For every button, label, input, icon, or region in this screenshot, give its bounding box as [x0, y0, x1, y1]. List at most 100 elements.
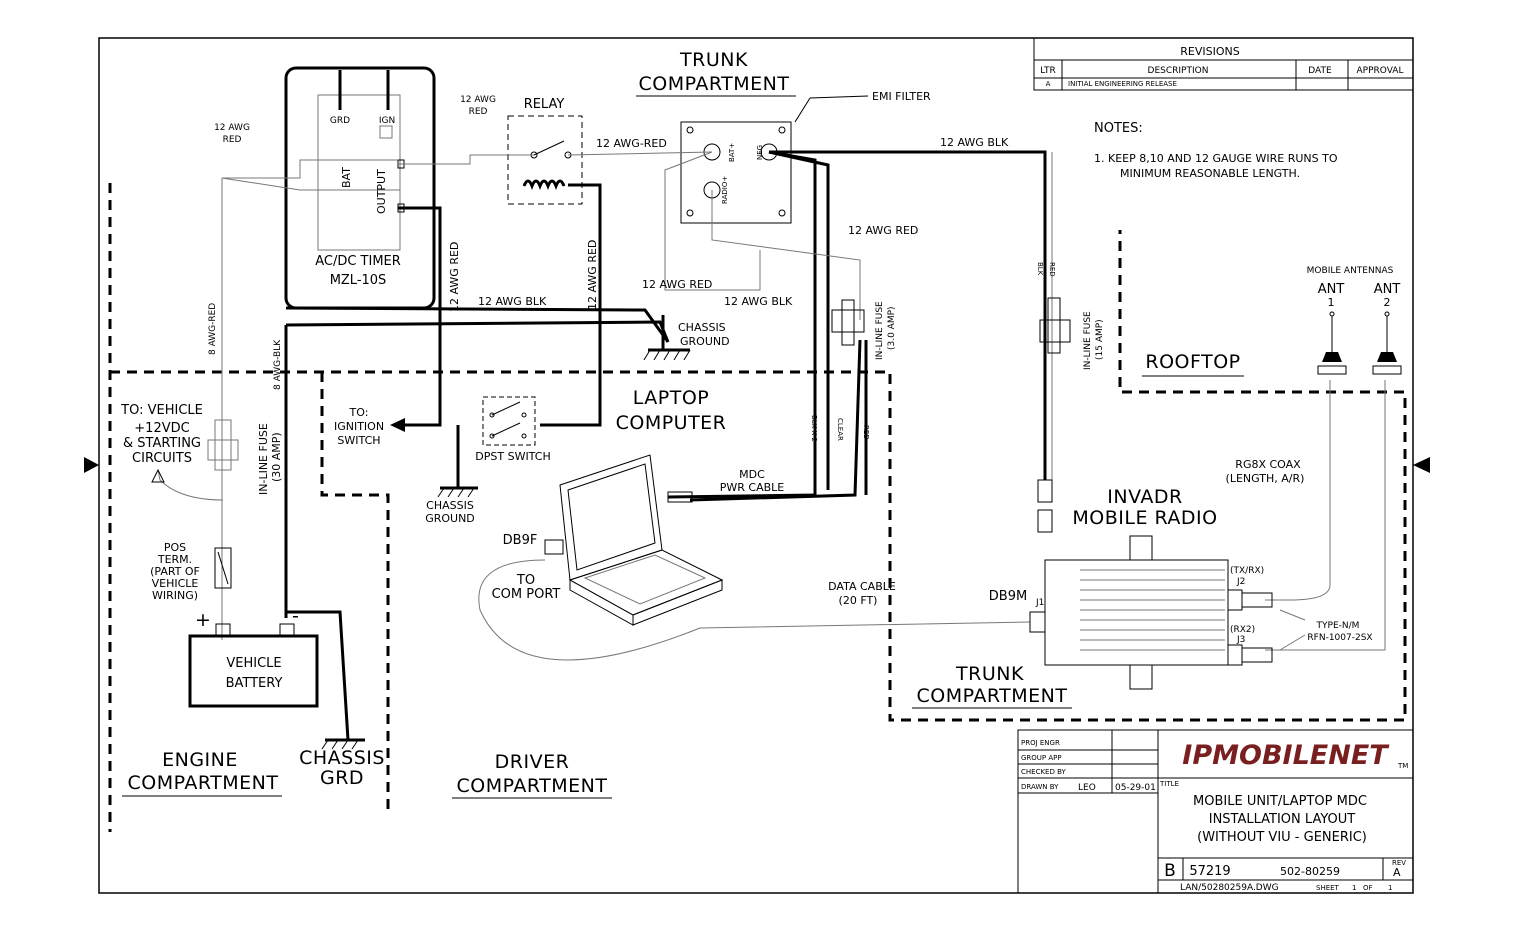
chassis-grd-label-2: GRD	[320, 767, 364, 789]
invadr-label-2: MOBILE RADIO	[1072, 507, 1217, 529]
fuse-3-label-2: (3.0 AMP)	[887, 306, 897, 350]
to-ignition-1: TO:	[349, 406, 369, 419]
rx2-label: (RX2)	[1230, 625, 1255, 635]
labels: TRUNK COMPARTMENT 12 AWG RED 12 AWG RED …	[120, 49, 1400, 799]
rev-header-approval: APPROVAL	[1357, 66, 1404, 76]
battery-label-1: VEHICLE	[226, 656, 281, 671]
chassis-ground-b-2: GROUND	[425, 512, 475, 525]
emi-filter-label: EMI FILTER	[872, 90, 931, 103]
logo: IPMOBILENET	[1182, 740, 1390, 771]
awg-red-v1: 12 AWG RED	[448, 242, 461, 312]
trunk-bottom-2: COMPARTMENT	[917, 685, 1068, 707]
sheet-value: 1	[1352, 884, 1356, 892]
ac-dc-timer: GRD IGN BAT OUTPUT AC/DC TIMER MZL-10S	[284, 66, 436, 310]
battery-minus-label: -	[292, 605, 299, 627]
timer-bat-label: BAT	[340, 167, 353, 188]
antenna-2-icon	[1372, 311, 1402, 375]
rev-row-ltr: A	[1046, 80, 1051, 88]
j3-label: J3	[1236, 635, 1245, 645]
title-line-2: INSTALLATION LAYOUT	[1209, 812, 1356, 827]
clear-label: CLEAR	[836, 418, 844, 441]
laptop-icon	[544, 454, 724, 626]
title-block: PROJ ENGR GROUP APP CHECKED BY DRAWN BY …	[1017, 729, 1414, 894]
note-1-line-1: 1. KEEP 8,10 AND 12 GAUGE WIRE RUNS TO	[1094, 152, 1338, 165]
battery-label-2: BATTERY	[226, 676, 283, 691]
drawn-date: 05-29-01	[1115, 783, 1156, 793]
data-cable-1: DATA CABLE	[828, 580, 896, 593]
file-name: LAN/50280259A.DWG	[1180, 883, 1279, 893]
rev-header-description: DESCRIPTION	[1148, 66, 1209, 76]
dpst-label: DPST SWITCH	[475, 450, 550, 463]
timer-grd-label: GRD	[330, 116, 350, 126]
size-value: B	[1164, 861, 1176, 881]
to-com-2: COM PORT	[492, 587, 561, 602]
trunk-bottom-1: TRUNK	[955, 663, 1024, 685]
driver-label-1: DRIVER	[495, 751, 570, 773]
note-1-line-2: MINIMUM REASONABLE LENGTH.	[1120, 167, 1300, 180]
awg-red-relay-1: 12 AWG	[460, 95, 496, 105]
wires	[157, 150, 1386, 741]
sheet-label: SHEET	[1316, 884, 1340, 892]
rev-label: REV	[1392, 859, 1406, 867]
to-vehicle-3: & STARTING	[123, 436, 201, 451]
drawn-by-value: LEO	[1078, 783, 1096, 793]
db9f-label: DB9F	[503, 533, 538, 548]
battery-plus-label: +	[195, 609, 211, 631]
pos-term-4: VEHICLE	[152, 577, 199, 590]
title-line-3: (WITHOUT VIU - GENERIC)	[1197, 830, 1367, 845]
emi-neg-label: NEG	[756, 145, 764, 160]
mdc-label-1: MDC	[739, 468, 765, 481]
dpst-switch	[482, 396, 536, 446]
checked-by-label: CHECKED BY	[1021, 768, 1067, 776]
to-com-1: TO	[516, 573, 535, 588]
awg-red-left-2: RED	[223, 135, 242, 145]
awg-red-low: 12 AWG RED	[642, 278, 712, 291]
type-n-1: TYPE-N/M	[1316, 621, 1360, 631]
pos-term-3: (PART OF	[150, 565, 200, 578]
ant1-label-1: ANT	[1318, 282, 1345, 297]
code-value: 57219	[1189, 864, 1230, 879]
group-app-label: GROUP APP	[1021, 754, 1062, 762]
chassis-ground-label-1: CHASSIS	[678, 321, 726, 334]
arrow-left-icon	[390, 418, 405, 432]
dwg-no-value: 502-80259	[1280, 865, 1340, 878]
emi-bat-plus-label: BAT+	[728, 143, 736, 162]
data-cable-2: (20 FT)	[839, 594, 878, 607]
title-label: TITLE	[1159, 780, 1179, 788]
engine-label-1: ENGINE	[162, 749, 238, 771]
mdc-label-2: PWR CABLE	[720, 481, 785, 494]
to-vehicle-1: TO: VEHICLE	[120, 403, 203, 418]
red-v-label: RED	[862, 425, 870, 440]
timer-output-label: OUTPUT	[375, 169, 388, 214]
pos-term-2: TERM.	[157, 553, 192, 566]
compartment-boundaries	[108, 183, 1407, 832]
to-vehicle-2: +12VDC	[134, 421, 189, 436]
to-ignition-2: IGNITION	[334, 420, 384, 433]
chassis-ground-switch-icon	[437, 486, 478, 498]
chassis-ground-icon	[643, 348, 691, 361]
timer-title: AC/DC TIMER	[315, 254, 401, 269]
pos-term-1: POS	[164, 541, 186, 554]
emi-radio-plus-label: RADIO+	[721, 176, 729, 204]
pos-term-icon	[214, 547, 232, 589]
fuse-3-icon	[831, 299, 865, 346]
timer-model: MZL-10S	[330, 273, 387, 288]
fuse-30-label-2: (30 AMP)	[270, 432, 283, 482]
awg-red-left-1: 12 AWG	[214, 123, 250, 133]
fuse-30-icon	[207, 419, 239, 471]
pos-term-5: WIRING)	[152, 589, 198, 602]
blk-x2-label: BLK X 2	[810, 415, 818, 442]
chassis-ground-label-2: GROUND	[680, 335, 730, 348]
red-label: RED	[1048, 262, 1056, 277]
awg8-red-label: 8 AWG-RED	[208, 303, 218, 355]
fuse-15-icon	[1039, 297, 1071, 354]
fuse-3-label-1: IN-LINE FUSE	[875, 301, 885, 360]
to-ignition-3: SWITCH	[337, 434, 380, 447]
arrow-up-icon	[151, 468, 165, 483]
sheet-total: 1	[1388, 884, 1392, 892]
proj-engr-label: PROJ ENGR	[1021, 739, 1060, 747]
fuse-15-label-2: (15 AMP)	[1095, 319, 1105, 360]
awg-blk-left: 12 AWG BLK	[478, 295, 547, 308]
logo-tm: TM	[1397, 762, 1408, 770]
